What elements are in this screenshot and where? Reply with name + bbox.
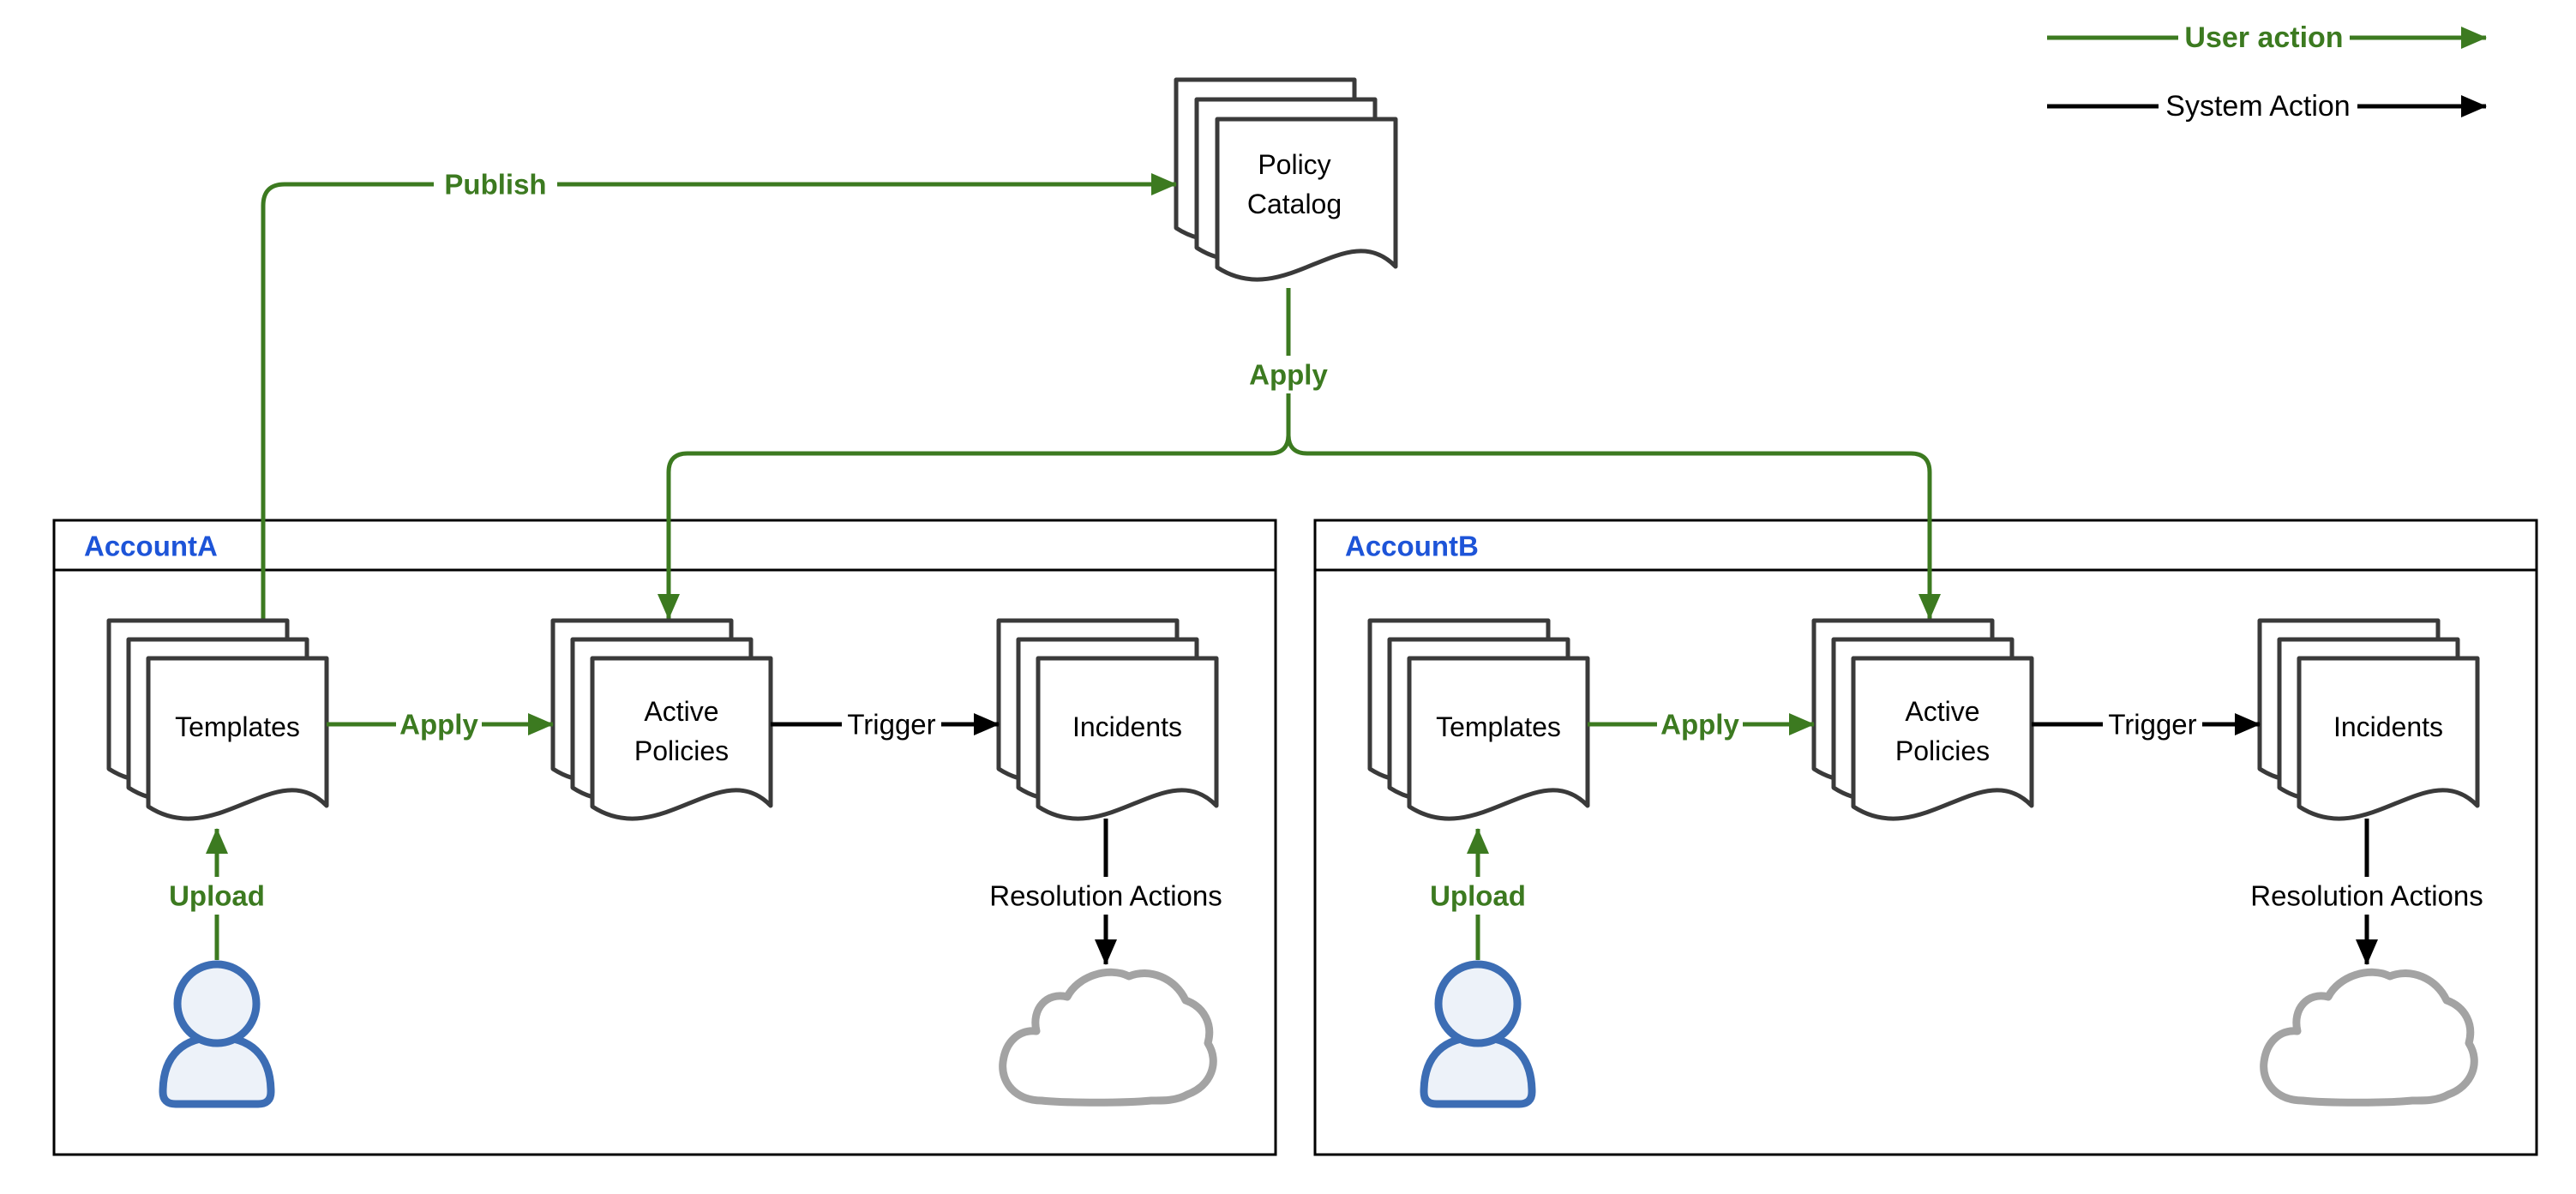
- upload-label: Upload: [1430, 880, 1526, 912]
- apply-branch-label-bg: [1244, 356, 1333, 393]
- active-policies-label-line2: Policies: [634, 735, 729, 766]
- apply-edge: Apply: [1588, 705, 1815, 743]
- upload-label-bg: [1425, 877, 1531, 915]
- active-policies-label-line1: Active: [644, 696, 718, 727]
- upload-edge: Upload: [1425, 828, 1531, 960]
- active-policies-label-line2: Policies: [1895, 735, 1990, 766]
- account-b-title: AccountB: [1345, 531, 1479, 562]
- account-a-container: AccountA: [52, 519, 1277, 1156]
- account-b-box: [1313, 519, 2538, 1156]
- person-body: [159, 1033, 275, 1108]
- upload-label-bg: [164, 877, 270, 915]
- resolution-label-bg: [2237, 877, 2496, 915]
- templates-label: Templates: [1436, 711, 1561, 742]
- incidents-node: Incidents: [999, 621, 1216, 819]
- person-head: [1434, 960, 1522, 1047]
- cloud-icon: [2260, 968, 2478, 1107]
- legend: User action System Action: [2047, 19, 2487, 125]
- trigger-label: Trigger: [2108, 709, 2196, 741]
- legend-system-action-label-bg: [2159, 87, 2357, 125]
- apply-from-catalog-edge: Apply: [658, 288, 1941, 620]
- publish-edge: Publish: [261, 165, 1177, 621]
- trigger-edge: Trigger: [2032, 705, 2261, 743]
- active-policies-label-line1: Active: [1905, 696, 1979, 727]
- apply-branch-right-arrow: [1286, 288, 1941, 620]
- incidents-label: Incidents: [2333, 711, 2443, 742]
- templates-node: Templates: [109, 621, 327, 819]
- policy-catalog-node: Policy Catalog: [1176, 80, 1396, 279]
- upload-edge: Upload: [164, 828, 270, 960]
- publish-label: Publish: [444, 169, 546, 201]
- incidents-label: Incidents: [1072, 711, 1182, 742]
- upload-label: Upload: [169, 880, 265, 912]
- apply-edge: Apply: [327, 705, 554, 743]
- person-head: [173, 960, 261, 1047]
- policy-catalog-label-line2: Catalog: [1247, 189, 1342, 219]
- user-person-icon: [159, 960, 275, 1108]
- trigger-label-bg: [2103, 705, 2202, 743]
- trigger-label-bg: [842, 705, 941, 743]
- publish-label-bg: [434, 165, 557, 203]
- apply-label-bg: [1657, 705, 1743, 743]
- resolution-actions-edge: Resolution Actions: [2237, 819, 2496, 965]
- apply-label: Apply: [399, 709, 478, 741]
- resolution-actions-edge: Resolution Actions: [976, 819, 1235, 965]
- trigger-edge: Trigger: [771, 705, 1000, 743]
- resolution-label-bg: [976, 877, 1235, 915]
- active-policies-node: Active Policies: [1814, 621, 2032, 819]
- cloud-shape: [2260, 968, 2478, 1107]
- incidents-node: Incidents: [2260, 621, 2477, 819]
- account-b-content: Templates Active Policies Incidents Appl…: [1370, 621, 2496, 1108]
- legend-user-action-label-bg: [2178, 19, 2350, 57]
- templates-label: Templates: [175, 711, 300, 742]
- person-body: [1420, 1033, 1536, 1108]
- cloud-icon: [999, 968, 1217, 1107]
- account-b-container: AccountB: [1313, 519, 2538, 1156]
- user-person-icon: [1420, 960, 1536, 1108]
- resolution-label: Resolution Actions: [2250, 880, 2483, 912]
- cloud-shape: [999, 968, 1217, 1107]
- publish-arrow: [261, 173, 1177, 621]
- resolution-label: Resolution Actions: [989, 880, 1222, 912]
- active-policies-node: Active Policies: [553, 621, 771, 819]
- trigger-label: Trigger: [847, 709, 935, 741]
- account-a-title: AccountA: [84, 531, 218, 562]
- account-a-box: [52, 519, 1277, 1156]
- legend-user-action-label: User action: [2184, 21, 2343, 54]
- legend-system-action-label: System Action: [2165, 90, 2350, 123]
- account-a-content: Templates Active Policies Incidents Appl…: [109, 621, 1235, 1108]
- apply-branch-label: Apply: [1249, 359, 1328, 391]
- policy-catalog-label-line1: Policy: [1258, 149, 1330, 180]
- apply-label: Apply: [1660, 709, 1739, 741]
- templates-node: Templates: [1370, 621, 1588, 819]
- apply-label-bg: [396, 705, 482, 743]
